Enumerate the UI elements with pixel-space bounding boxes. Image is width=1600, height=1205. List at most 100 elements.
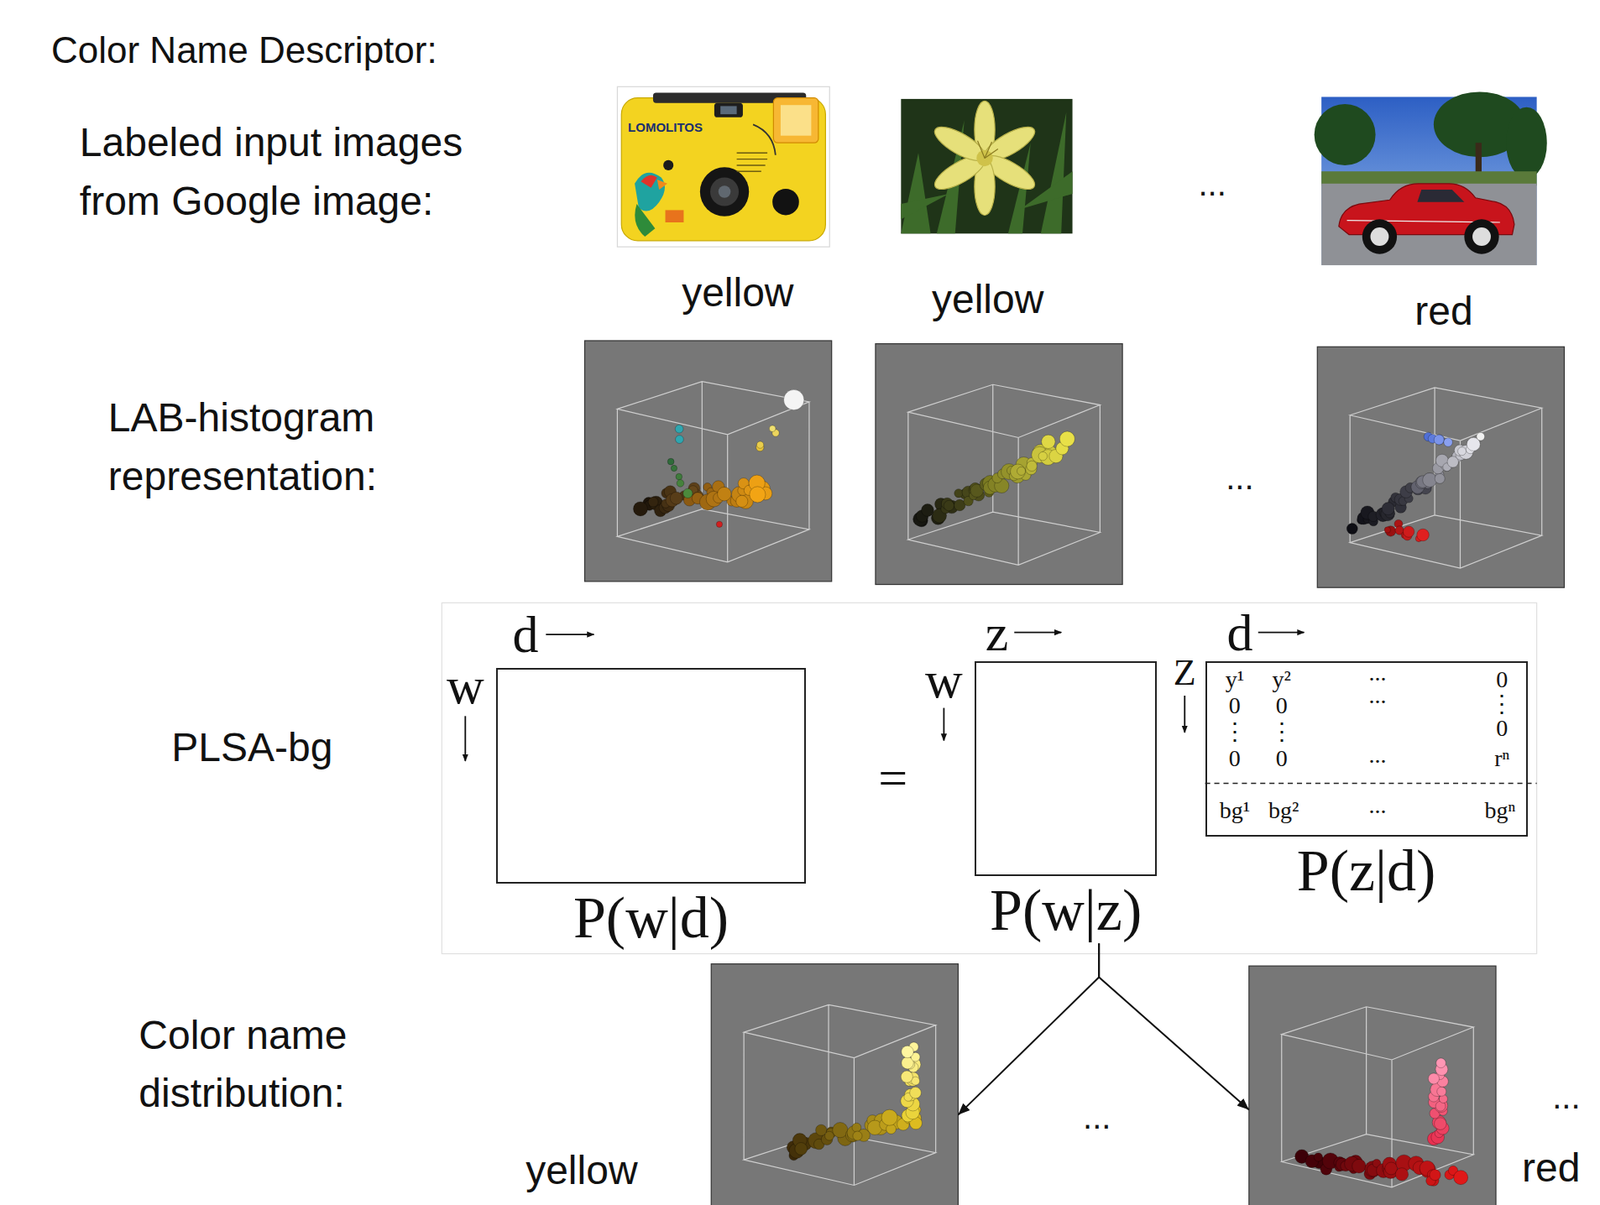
lab-histogram [743, 1004, 936, 1186]
color-cube [908, 384, 1101, 565]
plsa-panel [441, 602, 1537, 954]
color-dot [670, 465, 677, 471]
illustration [441, 86, 1564, 1205]
color-dot [1381, 502, 1395, 516]
matrix-entry: ... [1369, 684, 1387, 708]
lab-histogram [1346, 387, 1542, 569]
color-dot [909, 1087, 922, 1099]
car-photo [1416, 189, 1465, 203]
flower-photo [900, 99, 1072, 234]
color-dot [756, 441, 764, 449]
color-dot [675, 435, 685, 445]
camera-photo [640, 175, 657, 189]
camera-photo [773, 98, 818, 143]
color-dot [1346, 523, 1358, 535]
color-dot [1041, 434, 1056, 449]
camera-photo [634, 172, 665, 212]
camera-photo [772, 188, 800, 216]
color-dot [1434, 1118, 1448, 1131]
color-dot [1434, 473, 1445, 484]
axis-arrow [464, 716, 466, 761]
color-dot [852, 1131, 863, 1141]
camera-photo [737, 152, 768, 172]
camera-photo [710, 177, 739, 207]
color-dot [1403, 526, 1415, 538]
lab-histogram [1281, 1007, 1475, 1188]
color-dot [1429, 1170, 1441, 1182]
matrix-entry: 0 [1228, 747, 1241, 771]
histogram-panel [1249, 966, 1496, 1205]
color-dot [1395, 1168, 1408, 1182]
camera-photo [663, 160, 674, 171]
matrix-outline [974, 661, 1158, 877]
color-dot [900, 1071, 913, 1083]
ellipsis: ... [1197, 167, 1226, 201]
camera-photo [634, 203, 655, 237]
histogram-panel [875, 344, 1123, 586]
axis-symbol: d [1226, 606, 1253, 659]
ellipsis: ... [1082, 1100, 1111, 1135]
color-dot [1017, 466, 1026, 476]
car-photo [1369, 227, 1389, 246]
flower-photo [930, 100, 1040, 215]
color-dot [1313, 1153, 1323, 1162]
car-photo [1505, 107, 1548, 179]
car-photo [1314, 104, 1376, 166]
plsa-panel [1205, 783, 1538, 785]
row-label: Labeled input images from Google image: [79, 113, 500, 231]
color-dot [1010, 464, 1026, 480]
camera-photo [621, 98, 826, 241]
color-dot [1026, 460, 1037, 471]
color-dot [1437, 1087, 1447, 1097]
color-cube [1281, 1007, 1475, 1188]
axis-arrow [942, 708, 945, 742]
matrix-box: P(w|z) [974, 661, 1158, 941]
color-dot [1443, 438, 1454, 448]
color-dot [683, 488, 693, 498]
diagram-title: Color Name Descriptor: [51, 28, 438, 74]
car-photo [1362, 219, 1397, 254]
lab-histogram [616, 381, 810, 563]
axis-symbol: w [925, 653, 963, 706]
matrix-entry: bgⁿ [1484, 799, 1516, 823]
matrix-entry: ... [1369, 743, 1387, 768]
color-cube [1349, 387, 1543, 569]
color-dot [768, 425, 776, 433]
camera-photo [616, 86, 830, 247]
ellipsis: ... [1552, 1080, 1580, 1114]
axis-symbol: d [512, 608, 539, 661]
color-dot [1427, 1073, 1439, 1085]
axis-arrow [1014, 632, 1062, 634]
matrix-outline [496, 668, 807, 884]
photo-text: LOMOLITOS [627, 120, 703, 133]
flower-photo [984, 148, 999, 158]
matrix-entry: ⋮ [1270, 720, 1294, 744]
color-dot [1416, 528, 1430, 542]
split-arrow [1098, 943, 1250, 1110]
equals-sign: = [878, 752, 908, 805]
color-dot [717, 486, 733, 502]
split-arrow [957, 943, 1099, 1115]
histogram-panel [1317, 346, 1564, 588]
flower-photo [900, 99, 1072, 234]
plsa-panel [441, 602, 1537, 954]
car-photo [1464, 219, 1499, 254]
color-dot [669, 491, 683, 505]
axis-arrow [1258, 632, 1305, 634]
image-caption: yellow [681, 272, 794, 314]
image-caption: red [1414, 291, 1473, 332]
color-dot [901, 1045, 915, 1059]
color-dot [1038, 451, 1047, 461]
car-photo [1321, 183, 1537, 266]
camera-photo [665, 209, 685, 223]
color-dot [736, 495, 748, 508]
color-name: yellow [525, 1150, 638, 1192]
matrix-box: P(z|d) [1205, 661, 1528, 901]
color-dot [1434, 434, 1445, 445]
color-dot [825, 1131, 835, 1141]
camera-photo [657, 179, 668, 190]
color-dot [943, 500, 954, 511]
color-dot [674, 424, 684, 434]
camera-photo [780, 104, 811, 136]
